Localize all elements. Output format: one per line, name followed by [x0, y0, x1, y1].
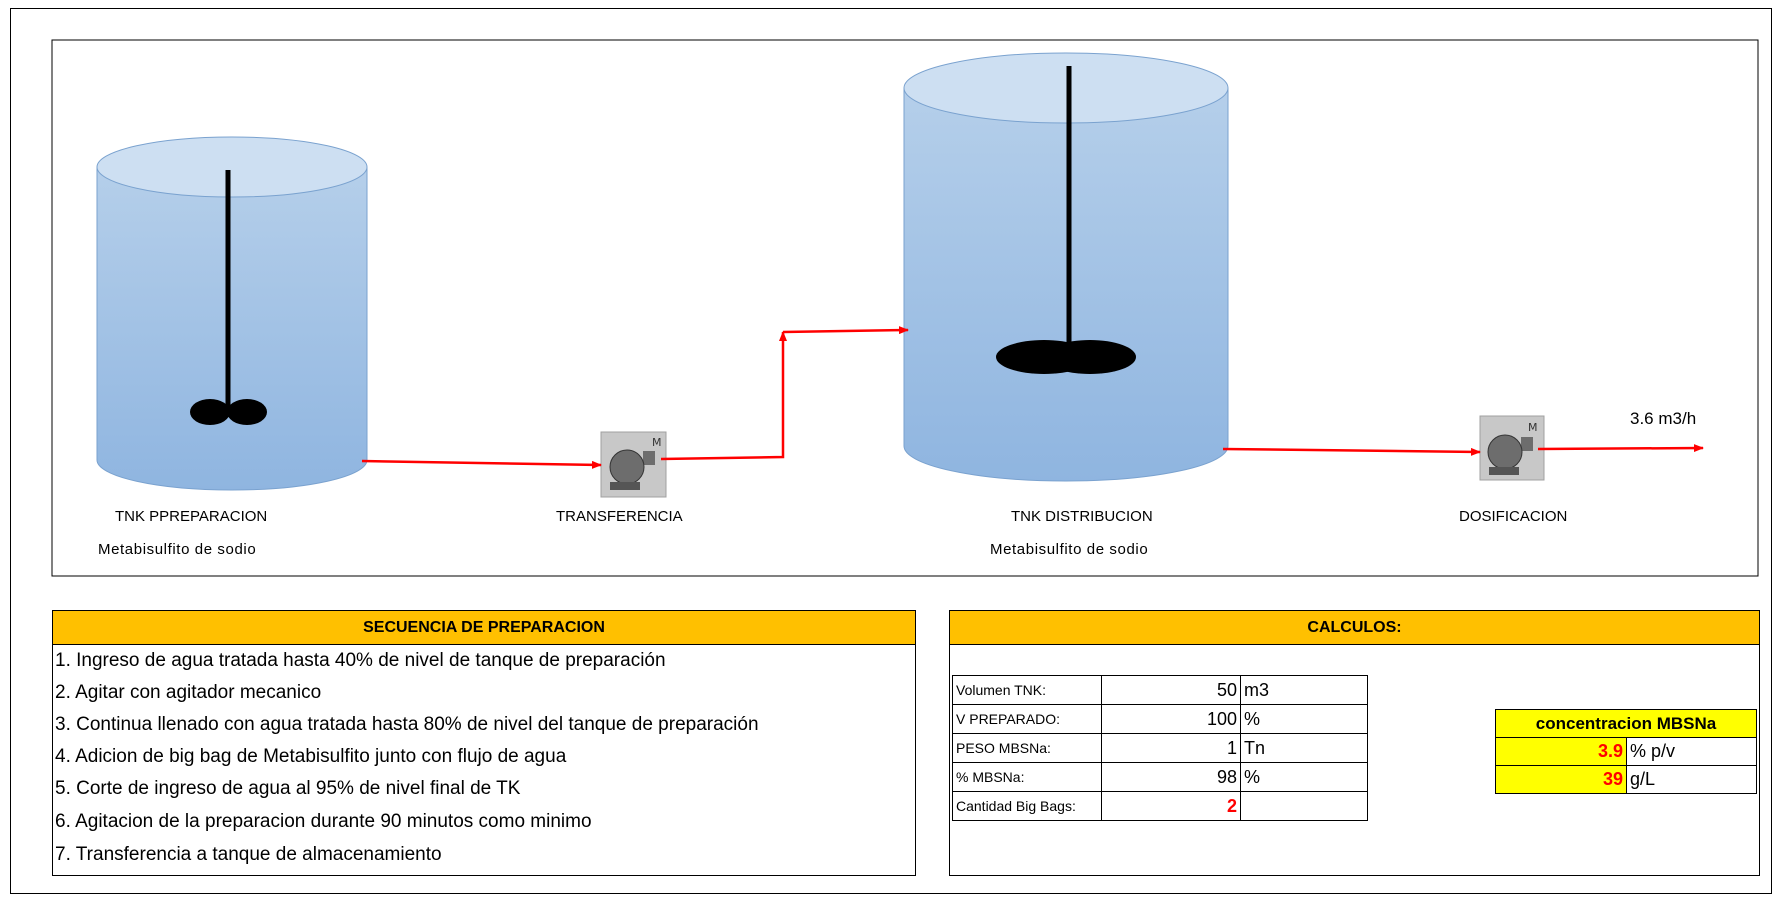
sequence-step: 6. Agitacion de la preparacion durante 9… — [55, 811, 592, 832]
calc-unit: Tn — [1240, 733, 1368, 763]
sequence-step: 1. Ingreso de agua tratada hasta 40% de … — [55, 650, 666, 671]
table-row: PESO MBSNa: 1 Tn — [952, 733, 1368, 763]
concentration-unit: g/L — [1626, 765, 1757, 794]
tank-distribucion-label: TNK DISTRIBUCION — [1011, 508, 1153, 525]
pipe-pump1-up — [660, 331, 787, 461]
sequence-title: SECUENCIA DE PREPARACION — [52, 610, 916, 645]
pipe-tank1-to-pump1 — [361, 459, 602, 469]
concentration-table: concentracion MBSNa 3.9 % p/v 39 g/L — [1495, 709, 1757, 794]
tank-distribucion-sub: Metabisulfito de sodio — [990, 541, 1149, 558]
calculos-table: Volumen TNK: 50 m3 V PREPARADO: 100 % PE… — [952, 675, 1368, 821]
table-row: V PREPARADO: 100 % — [952, 704, 1368, 734]
calc-label: Volumen TNK: — [952, 675, 1102, 705]
calc-value: 50 — [1101, 675, 1241, 705]
calc-unit: % — [1240, 762, 1368, 792]
concentration-title: concentracion MBSNa — [1495, 709, 1757, 738]
sequence-step: 4. Adicion de big bag de Metabisulfito j… — [55, 746, 567, 767]
tank-distribucion — [903, 52, 1229, 482]
calc-unit — [1240, 791, 1368, 821]
pipe-lines — [361, 326, 1704, 469]
diagram-frame — [51, 39, 1759, 577]
agitator-preparacion — [190, 170, 267, 425]
page-frame — [10, 8, 1772, 894]
sequence-step: 5. Corte de ingreso de agua al 95% de ni… — [55, 778, 521, 799]
table-row: % MBSNa: 98 % — [952, 762, 1368, 792]
calc-value: 1 — [1101, 733, 1241, 763]
pipe-pump2-out — [1537, 444, 1704, 453]
pipe-to-tank2 — [782, 326, 909, 335]
table-row: 3.9 % p/v — [1495, 737, 1757, 766]
flow-rate-label: 3.6 m3/h — [1630, 409, 1697, 428]
calc-label: V PREPARADO: — [952, 704, 1102, 734]
tank-preparacion-sub: Metabisulfito de sodio — [98, 541, 257, 558]
calculos-title: CALCULOS: — [949, 610, 1760, 645]
table-row: Cantidad Big Bags: 2 — [952, 791, 1368, 821]
calc-label: % MBSNa: — [952, 762, 1102, 792]
calc-value: 100 — [1101, 704, 1241, 734]
sequence-step: 7. Transferencia a tanque de almacenamie… — [55, 844, 442, 865]
calc-unit: % — [1240, 704, 1368, 734]
table-row: concentracion MBSNa — [1495, 709, 1757, 738]
calc-value: 2 — [1101, 791, 1241, 821]
pump-transferencia-label: TRANSFERENCIA — [556, 508, 683, 525]
svg-text:M: M — [1528, 421, 1538, 434]
agitator-distribucion — [996, 66, 1136, 374]
pump-transferencia-icon: M — [600, 431, 667, 498]
concentration-value: 39 — [1495, 765, 1627, 794]
calc-value: 98 — [1101, 762, 1241, 792]
sequence-step: 2. Agitar con agitador mecanico — [55, 682, 322, 703]
tank-preparacion — [96, 136, 368, 491]
tank-preparacion-label: TNK PPREPARACION — [115, 508, 268, 525]
table-row: Volumen TNK: 50 m3 — [952, 675, 1368, 705]
process-diagram: M M — [51, 39, 1759, 577]
calc-label: Cantidad Big Bags: — [952, 791, 1102, 821]
pump-dosificacion-label: DOSIFICACION — [1459, 508, 1568, 525]
table-row: 39 g/L — [1495, 765, 1757, 794]
concentration-value: 3.9 — [1495, 737, 1627, 766]
concentration-unit: % p/v — [1626, 737, 1757, 766]
calc-label: PESO MBSNa: — [952, 733, 1102, 763]
calc-unit: m3 — [1240, 675, 1368, 705]
svg-text:M: M — [652, 436, 662, 449]
pipe-tank2-to-pump2 — [1222, 447, 1481, 456]
sequence-step: 3. Continua llenado con agua tratada has… — [55, 714, 759, 735]
pump-dosificacion-icon: M — [1479, 415, 1545, 481]
